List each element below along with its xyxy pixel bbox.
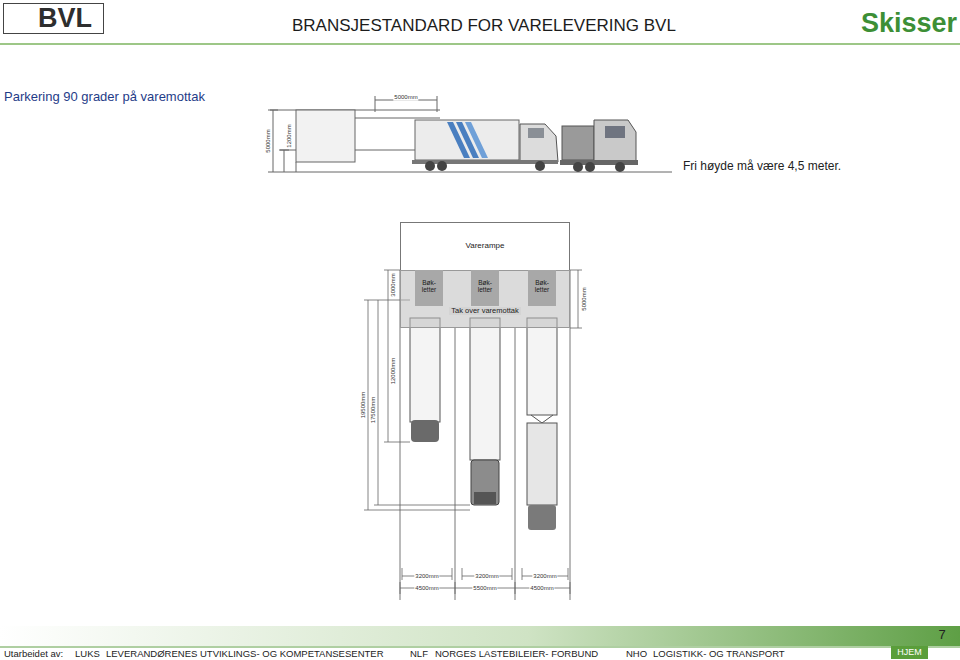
- box-label: Varerampe: [466, 242, 505, 251]
- footer-text: LOGISTIKK- OG TRANSPORT: [653, 649, 785, 659]
- van: [410, 318, 440, 442]
- logo-box: BVL: [3, 3, 104, 34]
- section-title: Skisser: [861, 9, 957, 39]
- truck: [470, 318, 500, 505]
- dimension: 3200mm: [532, 573, 557, 580]
- sketch-heading: Parkering 90 grader på varemottak: [4, 90, 205, 104]
- footer-acronym: LUKS: [75, 649, 100, 659]
- header-rule: [0, 43, 960, 45]
- footer-text: Utarbeidet av:: [4, 649, 63, 659]
- plan-outline: [400, 270, 570, 600]
- page-title: BRANSJESTANDARD FOR VARELEVERING BVL: [292, 17, 676, 36]
- box-label: BVL: [38, 4, 92, 34]
- dimension: 4500mm: [529, 585, 554, 592]
- footer-band: [0, 626, 960, 646]
- footer-text: LEVERANDØRENES UTVIKLINGS- OG KOMPETANSE…: [106, 649, 384, 659]
- box-label: Tak over varemottak: [449, 307, 521, 315]
- dimension: 12000mm: [390, 357, 397, 386]
- box-truck: [412, 120, 558, 171]
- dimension: 5000mm: [265, 128, 272, 153]
- bin-box: Bøk- letter: [415, 270, 443, 306]
- dimension: 5000mm: [393, 94, 418, 101]
- home-button: HJEM: [891, 646, 928, 659]
- dimension: 3000mm: [390, 272, 397, 297]
- box-label: Bøk- letter: [417, 279, 441, 293]
- footer-rule: [0, 647, 960, 648]
- dimension: 4500mm: [414, 585, 439, 592]
- box-label: Bøk- letter: [530, 279, 554, 293]
- footer-acronym: NHO: [626, 649, 647, 659]
- dimension: 19500mm: [360, 391, 367, 420]
- dimension: 5000mm: [581, 286, 588, 311]
- semi-trailer: [527, 318, 557, 530]
- footer-text: NORGES LASTEBILEIER- FORBUND: [435, 649, 598, 659]
- dimension: 3200mm: [474, 573, 499, 580]
- roof-band: Tak over varemottak Bøk- letter Bøk- lette…: [400, 270, 570, 328]
- box-label: HJEM: [897, 648, 922, 658]
- note: Fri høyde må være 4,5 meter.: [683, 160, 841, 173]
- dimension: 3200mm: [414, 573, 439, 580]
- dimension: 17500mm: [370, 396, 377, 425]
- bin-box: Bøk- letter: [528, 270, 556, 306]
- box-label: Bøk- letter: [473, 279, 497, 293]
- dimension: 1200mm: [286, 123, 293, 148]
- page-number: 7: [938, 628, 945, 642]
- ramp-area: Varerampe: [400, 222, 570, 270]
- dimension: 5500mm: [472, 585, 497, 592]
- bin-box: Bøk- letter: [471, 270, 499, 306]
- dimension-lines: [364, 270, 582, 594]
- side-view: [268, 96, 672, 172]
- tractor-truck: [560, 120, 638, 172]
- footer-acronym: NLF: [410, 649, 428, 659]
